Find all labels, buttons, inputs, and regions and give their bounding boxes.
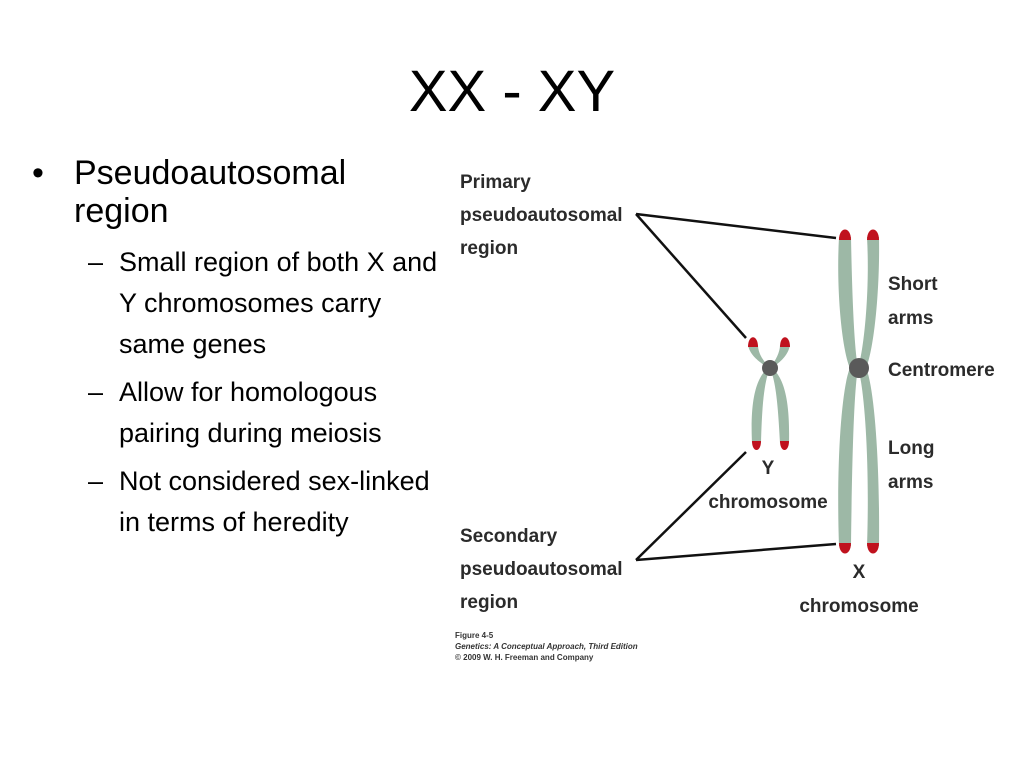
secondary-leader-to-y bbox=[635, 451, 747, 561]
y-chromosome-label: Y chromosome bbox=[708, 458, 827, 513]
x-tip-top-right bbox=[867, 229, 879, 240]
x-centromere bbox=[849, 358, 869, 378]
label-line: Y bbox=[762, 458, 775, 479]
label-line: Primary bbox=[460, 172, 531, 193]
label-line: region bbox=[460, 592, 518, 613]
label-line: pseudoautosomal bbox=[460, 205, 623, 226]
sub-bullet-text: Not considered sex-linked in terms of he… bbox=[119, 466, 430, 537]
sub-bullet-list: – Small region of both X and Y chromosom… bbox=[30, 242, 440, 543]
caption-line: Figure 4-5 bbox=[455, 631, 494, 640]
x-tip-bottom-right bbox=[867, 543, 879, 554]
chromosome-figure: Primary pseudoautosomal region Secondary… bbox=[455, 172, 995, 662]
long-arms-label: Long arms bbox=[888, 438, 934, 493]
sub-bullet-text: Allow for homologous pairing during meio… bbox=[119, 377, 382, 448]
label-line: chromosome bbox=[708, 492, 827, 513]
slide-title: XX - XY bbox=[408, 59, 616, 124]
bullet-dot: • bbox=[32, 154, 44, 192]
figure-caption: Figure 4-5 Genetics: A Conceptual Approa… bbox=[455, 631, 638, 662]
dash-mark: – bbox=[88, 377, 104, 407]
sub-bullet-2: – Allow for homologous pairing during me… bbox=[30, 372, 440, 454]
sub-bullet-1: – Small region of both X and Y chromosom… bbox=[30, 242, 440, 365]
secondary-pseudoautosomal-label: Secondary pseudoautosomal region bbox=[460, 526, 623, 613]
label-line: Long bbox=[888, 438, 934, 459]
x-chromosome-label: X chromosome bbox=[799, 562, 918, 617]
x-chromosome bbox=[838, 229, 880, 554]
label-line: Secondary bbox=[460, 526, 558, 547]
centromere-label: Centromere bbox=[888, 360, 995, 381]
caption-line: © 2009 W. H. Freeman and Company bbox=[455, 653, 594, 662]
caption-line: Genetics: A Conceptual Approach, Third E… bbox=[455, 642, 638, 651]
bullet-main-text: Pseudoautosomal region bbox=[74, 154, 347, 230]
primary-leader-to-x bbox=[635, 212, 837, 240]
y-tip-bottom-right bbox=[780, 441, 789, 450]
label-line: region bbox=[460, 238, 518, 259]
x-tip-top-left bbox=[839, 229, 851, 240]
label-line: Short bbox=[888, 274, 938, 295]
label-line: arms bbox=[888, 472, 933, 493]
bullet-main: • Pseudoautosomal region bbox=[30, 154, 440, 230]
bullet-list: • Pseudoautosomal region – Small region … bbox=[30, 154, 440, 550]
short-arms-label: Short arms bbox=[888, 274, 938, 329]
dash-mark: – bbox=[88, 466, 104, 496]
y-tip-top-left bbox=[748, 337, 758, 347]
primary-leader-to-y bbox=[635, 213, 747, 339]
y-centromere bbox=[762, 360, 778, 376]
label-line: chromosome bbox=[799, 596, 918, 617]
primary-pseudoautosomal-label: Primary pseudoautosomal region bbox=[460, 172, 623, 259]
leader-lines bbox=[635, 212, 837, 562]
y-tip-top-right bbox=[780, 337, 790, 347]
x-tip-bottom-left bbox=[839, 543, 851, 554]
dash-mark: – bbox=[88, 247, 104, 277]
secondary-leader-to-x bbox=[635, 542, 837, 562]
label-line: pseudoautosomal bbox=[460, 559, 623, 580]
sub-bullet-3: – Not considered sex-linked in terms of … bbox=[30, 461, 440, 543]
y-tip-bottom-left bbox=[752, 441, 761, 450]
label-line: X bbox=[853, 562, 866, 583]
label-line: arms bbox=[888, 308, 933, 329]
y-chromosome bbox=[748, 337, 790, 450]
sub-bullet-text: Small region of both X and Y chromosomes… bbox=[119, 247, 438, 359]
